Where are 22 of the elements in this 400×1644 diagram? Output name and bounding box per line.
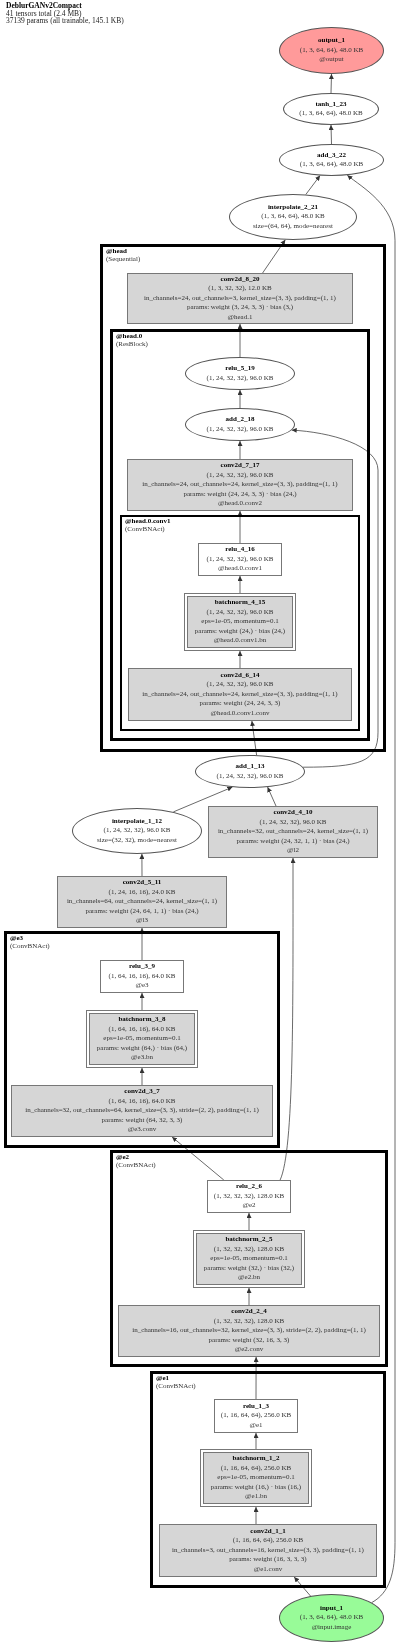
batchnorm-box	[184, 593, 296, 651]
layer-box	[127, 273, 353, 324]
module-cluster	[150, 1371, 386, 1588]
layer-box	[208, 806, 378, 858]
activation-box	[100, 960, 184, 993]
layer-box	[118, 1305, 380, 1357]
module-cluster	[100, 244, 386, 752]
layer-box	[128, 668, 352, 721]
module-cluster	[110, 329, 370, 741]
batchnorm-box	[86, 1010, 198, 1068]
batchnorm-box	[193, 1230, 305, 1288]
module-cluster	[110, 1150, 388, 1367]
activation-box	[214, 1399, 298, 1433]
layer-box	[11, 1085, 273, 1137]
activation-box	[207, 1180, 291, 1213]
layer-box	[127, 459, 353, 511]
layer-box	[159, 1524, 377, 1577]
activation-box	[198, 543, 282, 576]
module-cluster	[120, 515, 360, 731]
layer-box	[57, 876, 227, 928]
batchnorm-box	[200, 1449, 312, 1507]
module-cluster	[4, 931, 280, 1148]
